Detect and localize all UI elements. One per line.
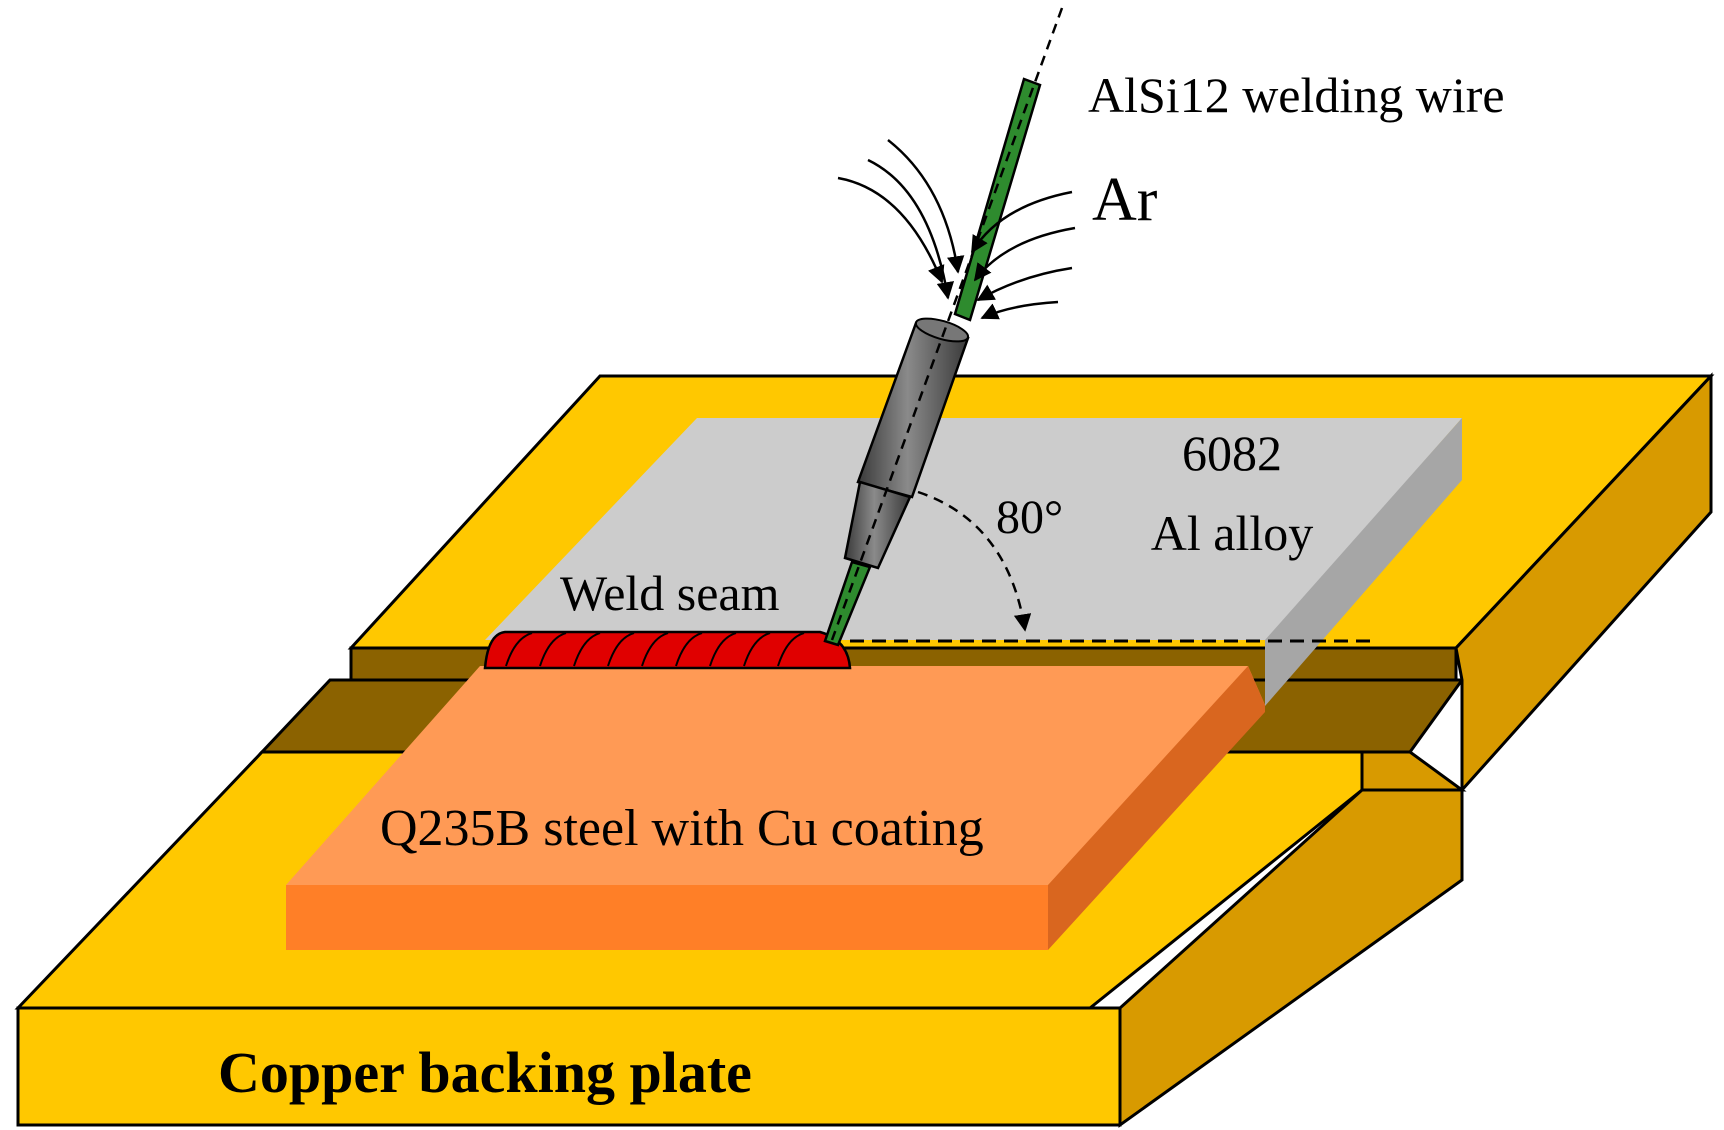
steel-label: Q235B steel with Cu coating [380,800,984,857]
ar-arrow-right-1 [970,190,1073,254]
ar-arrow-left-2 [867,158,955,300]
steel-plate-front [286,885,1048,950]
backing-plate-label: Copper backing plate [218,1040,752,1105]
aluminum-plate-side [1265,418,1462,706]
aluminum-label-line1: 6082 [1182,425,1282,481]
torch-tip [843,480,912,570]
ar-arrow-right-4 [980,300,1059,320]
ar-arrow-right-3 [976,266,1073,302]
angle-arc [917,490,1032,632]
backing-plate-notch [1360,750,1467,792]
torch-top-cap [914,317,970,343]
steel-plate-side [1048,666,1265,950]
weld-seam-bead [483,630,852,670]
weld-bead-ripples [505,632,805,667]
aluminum-plate [485,418,1462,706]
ar-arrow-left-1 [837,176,945,284]
aluminum-plate-top [485,418,1462,640]
wire-label: AlSi12 welding wire [1088,67,1505,123]
welding-wire-lower [823,560,872,647]
ar-label: Ar [1092,166,1158,234]
steel-plate [286,666,1265,950]
aluminum-label-line2: Al alloy [1151,505,1313,561]
angle-label: 80° [996,491,1063,544]
backing-plate-front [16,1006,1122,1127]
ar-arrow-left-3 [887,139,965,274]
steel-plate-top [286,666,1265,885]
ar-arrow-right-2 [973,226,1076,282]
argon-flow-arrows [837,139,1076,320]
backing-plate-side [1454,372,1713,794]
welding-wire-upper [953,77,1042,322]
weld-seam-label: Weld seam [560,565,780,621]
welding-torch [823,7,1064,647]
backing-plate-side-lower [1118,788,1464,1128]
